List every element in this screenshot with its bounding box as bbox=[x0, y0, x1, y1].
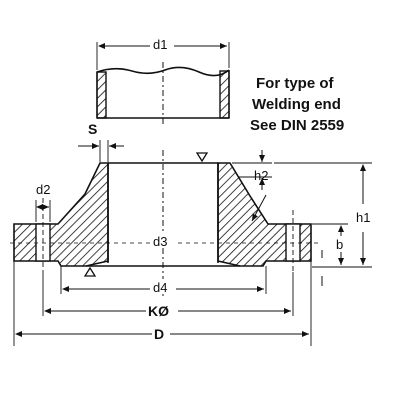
welding-end-detail: d1 bbox=[96, 37, 230, 124]
flange-section bbox=[10, 150, 318, 296]
label-d4: d4 bbox=[153, 280, 167, 295]
note-line-1: For type of bbox=[256, 75, 335, 92]
label-d: D bbox=[154, 326, 164, 342]
dimension-b: b bbox=[312, 223, 348, 286]
label-h1: h1 bbox=[356, 210, 370, 225]
label-b: b bbox=[336, 237, 343, 252]
label-d2: d2 bbox=[36, 182, 50, 197]
dimension-k: KØ bbox=[42, 272, 294, 319]
dimension-h1: h1 bbox=[274, 162, 372, 268]
label-h2: h2 bbox=[254, 168, 268, 183]
note-line-3: See DIN 2559 bbox=[250, 117, 344, 134]
dimension-s: S bbox=[78, 121, 124, 162]
label-d3: d3 bbox=[153, 234, 167, 249]
label-d1: d1 bbox=[153, 37, 167, 52]
welding-note: For type of Welding end See DIN 2559 bbox=[250, 75, 344, 134]
label-k: KØ bbox=[148, 303, 169, 319]
label-s: S bbox=[88, 121, 97, 137]
dimension-d: D bbox=[13, 261, 312, 346]
dimension-d2: d2 bbox=[35, 182, 50, 222]
note-line-2: Welding end bbox=[252, 96, 341, 113]
dimension-d4: d4 bbox=[60, 266, 267, 295]
dimension-h2: h2 bbox=[232, 150, 272, 190]
dimension-d3: d3 bbox=[150, 233, 176, 249]
